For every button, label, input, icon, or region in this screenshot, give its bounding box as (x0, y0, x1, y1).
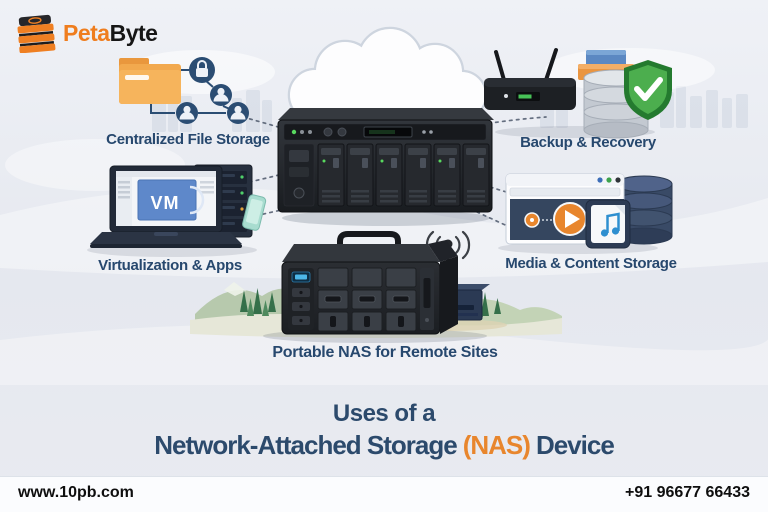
portable-nas-icon (281, 231, 458, 335)
title-line2: Network-Attached Storage(NAS)Device (0, 430, 768, 461)
lock-user-icon (189, 57, 215, 83)
user-icon (176, 102, 198, 124)
music-file-icon (585, 199, 631, 249)
brand-name: PetaByte (63, 19, 158, 47)
storage-stack-icon (17, 14, 56, 53)
label-centralized-file-storage: Centralized File Storage (106, 131, 270, 148)
brand-logo: PetaByte (14, 13, 158, 53)
laptop-icon (90, 165, 242, 248)
cloud-icon (287, 26, 488, 123)
router-database-shield-icon (484, 48, 672, 139)
brand-name-suffix: Byte (109, 19, 158, 46)
title-line1: Uses of a (332, 400, 436, 427)
shield-check-icon (624, 60, 672, 120)
user-icon (227, 102, 249, 124)
title-nas-highlight: (NAS) (462, 430, 531, 460)
title-line2-suffix: Device (535, 430, 615, 460)
footer-bar: www.10pb.com +91 96677 66433 (0, 476, 768, 512)
user-icon (210, 84, 232, 106)
label-media-content-storage: Media & Content Storage (505, 255, 677, 272)
vm-screen-text: VM (150, 192, 180, 213)
brand-name-prefix: Peta (63, 19, 110, 46)
phone-icon (242, 194, 267, 231)
footer-phone: +91 96677 66433 (624, 484, 750, 501)
nas-rack-icon (277, 108, 494, 226)
folder-user-network-icon (119, 57, 249, 124)
router-icon (484, 48, 576, 110)
label-virtualization-apps: Virtualization & Apps (98, 257, 242, 274)
label-backup-recovery: Backup & Recovery (520, 134, 656, 151)
footer-website: www.10pb.com (18, 484, 134, 501)
media-player-storage-icon (498, 173, 673, 254)
portable-nas-antenna-icon (263, 230, 490, 343)
title-line2-prefix: Network-Attached Storage (154, 430, 457, 460)
label-portable-nas: Portable NAS for Remote Sites (272, 344, 498, 361)
laptop-vm-server-icon (87, 164, 267, 257)
